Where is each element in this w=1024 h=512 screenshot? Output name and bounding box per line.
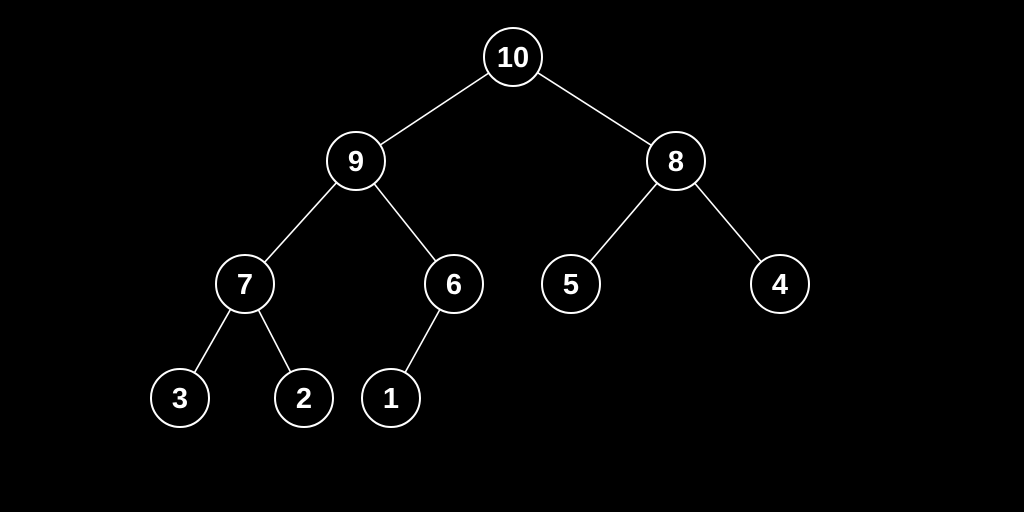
node-label: 8: [668, 146, 684, 178]
edge-n6-n1: [404, 308, 441, 374]
node-circle: [424, 254, 484, 314]
edge-n7-n2: [257, 309, 292, 373]
tree-node-4: 4: [750, 254, 810, 314]
tree-node-9: 9: [326, 131, 386, 191]
edge-n9-n7: [263, 181, 338, 264]
node-label: 10: [497, 42, 529, 74]
tree-node-7: 7: [215, 254, 275, 314]
tree-node-6: 6: [424, 254, 484, 314]
node-label: 3: [172, 383, 188, 415]
tree-node-1: 1: [361, 368, 421, 428]
tree-node-2: 2: [274, 368, 334, 428]
edge-n7-n3: [193, 308, 232, 374]
node-label: 5: [563, 269, 579, 301]
node-label: 7: [237, 269, 253, 301]
edge-n8-n5: [589, 182, 658, 263]
node-circle: [483, 27, 543, 87]
node-label: 4: [772, 269, 788, 301]
node-circle: [150, 368, 210, 428]
tree-node-5: 5: [541, 254, 601, 314]
tree-edges: [193, 71, 762, 374]
edge-n10-n8: [537, 71, 652, 147]
node-circle: [215, 254, 275, 314]
tree-node-8: 8: [646, 131, 706, 191]
node-circle: [750, 254, 810, 314]
node-label: 2: [296, 383, 312, 415]
tree-node-10: 10: [483, 27, 543, 87]
edge-n10-n9: [379, 72, 490, 146]
node-circle: [541, 254, 601, 314]
node-circle: [326, 131, 386, 191]
node-circle: [274, 368, 334, 428]
tree-node-3: 3: [150, 368, 210, 428]
node-label: 6: [446, 269, 462, 301]
node-circle: [361, 368, 421, 428]
edge-n8-n4: [694, 182, 762, 263]
node-circle: [646, 131, 706, 191]
edge-n9-n6: [373, 183, 437, 262]
tree-nodes: 10 9 8 7 6 5 4 3 2 1: [150, 27, 810, 428]
node-label: 1: [383, 383, 399, 415]
node-label: 9: [348, 146, 364, 178]
